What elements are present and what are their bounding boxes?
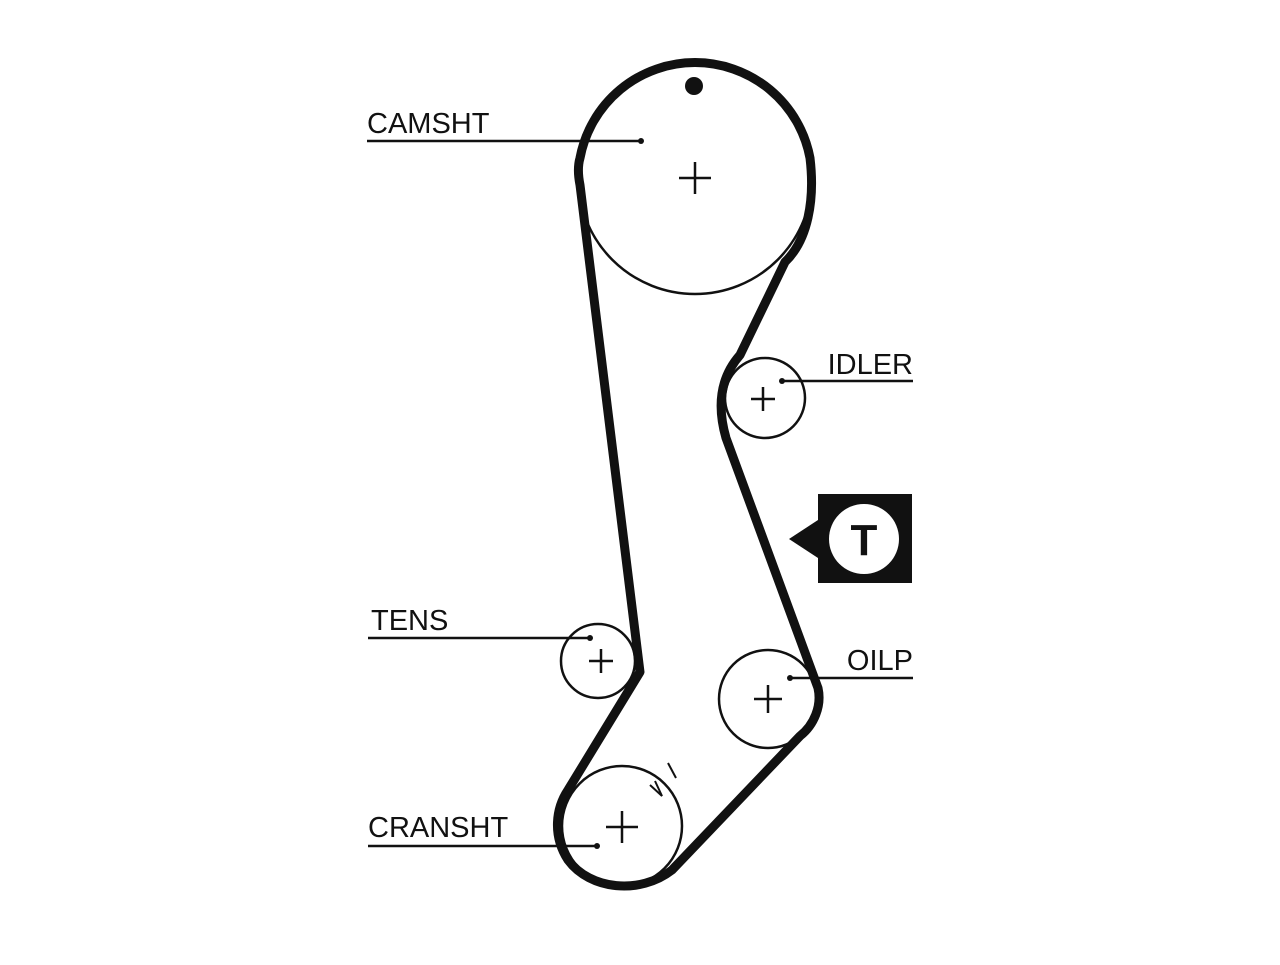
timing-belt [552,58,824,891]
plus-icon [751,387,775,411]
tension-marker: T [789,494,912,583]
idler-label: IDLER [828,349,913,381]
plus-icon [606,811,638,843]
leader-lines [367,139,913,848]
camshaft-label: CAMSHT [367,108,490,140]
oil-pump-label: OILP [847,645,913,677]
labels: CAMSHT IDLER TENS OILP CRANSHT [367,108,913,844]
crankshaft-label: CRANSHT [368,812,508,844]
crank-timing-mark [649,762,677,797]
leader-dots [587,138,793,849]
plus-icon [754,685,782,713]
plus-icon [679,162,711,194]
tension-marker-letter: T [851,516,878,565]
dot-icon [685,77,703,95]
pulley-centers [589,162,782,843]
tensioner-label: TENS [371,605,448,637]
plus-icon [589,649,613,673]
